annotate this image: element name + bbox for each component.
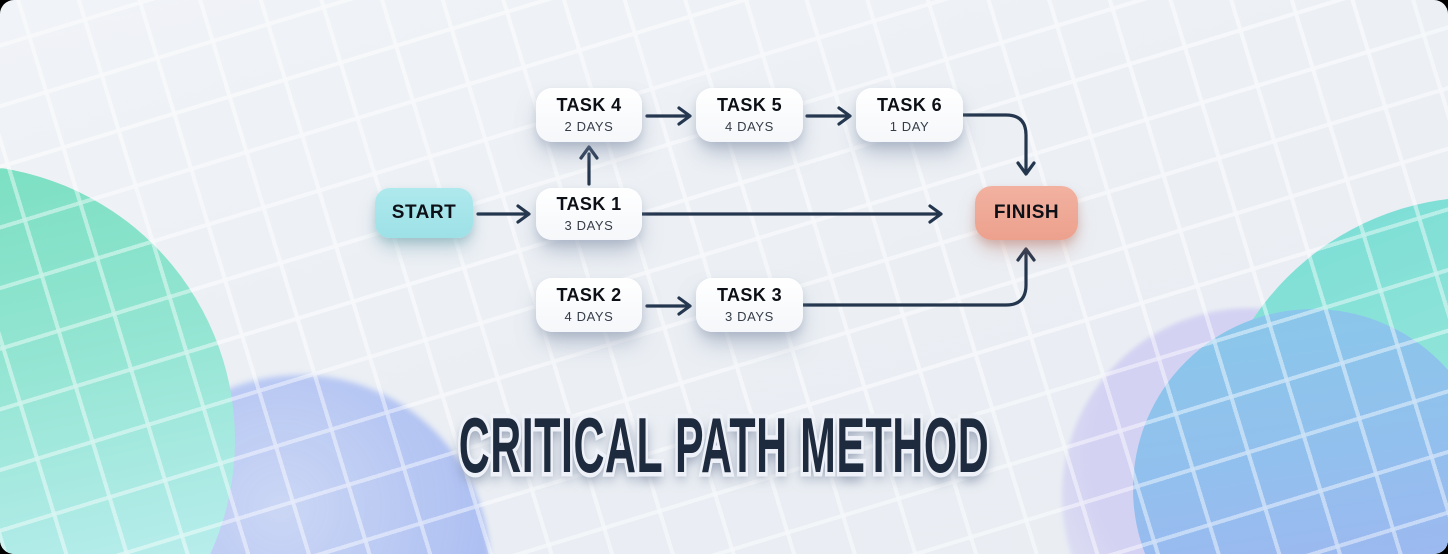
start-label: START [391,202,457,223]
arrowhead-icon [1016,247,1036,262]
page-title-outline: CRITICAL PATH METHOD [456,401,991,489]
arrowhead-icon [928,204,943,224]
arrowhead-icon [516,204,531,224]
task-duration: 3 DAYS [725,308,774,324]
task-label: TASK 2 [556,285,622,306]
task-label: TASK 5 [716,95,783,116]
page-title-text: CRITICAL PATH METHOD [458,401,990,489]
edge-task4-to-task5 [645,106,692,126]
edge-line [801,251,1028,307]
arrowhead-icon [1016,161,1036,176]
edge-start-to-task1 [476,204,531,224]
task-label: TASK 3 [716,285,783,306]
arrowhead-icon [677,296,692,316]
node-task-3: TASK 3 3 DAYS [696,278,803,332]
node-task-4: TASK 4 2 DAYS [536,88,642,142]
task-duration: 3 DAYS [564,217,614,233]
edge-task1-to-finish [640,204,943,224]
task-duration: 1 DAY [889,118,930,134]
node-task-2: TASK 2 4 DAYS [536,278,642,332]
task-duration: 2 DAYS [564,118,614,134]
node-task-5: TASK 5 4 DAYS [696,88,803,142]
task-label: TASK 4 [556,95,622,116]
node-task-6: TASK 6 1 DAY [856,88,963,142]
edge-task2-to-task3 [645,296,692,316]
page-title: CRITICAL PATH METHOD CRITICAL PATH METHO… [0,401,1448,489]
node-start: START [375,188,473,238]
task-duration: 4 DAYS [564,308,614,324]
arrowhead-icon [579,145,599,160]
edge-task1-to-task4 [579,145,599,186]
edge-task6-to-finish [960,113,1036,176]
arrowhead-icon [677,106,692,126]
node-task-1: TASK 1 3 DAYS [536,188,642,240]
edge-task3-to-finish [801,247,1036,307]
finish-label: FINISH [993,202,1060,223]
task-label: TASK 6 [876,95,943,116]
task-label: TASK 1 [556,194,622,215]
task-duration: 4 DAYS [725,118,774,134]
node-finish: FINISH [975,186,1078,240]
arrowhead-icon [837,106,852,126]
edge-line [960,113,1028,172]
edge-task5-to-task6 [805,106,852,126]
